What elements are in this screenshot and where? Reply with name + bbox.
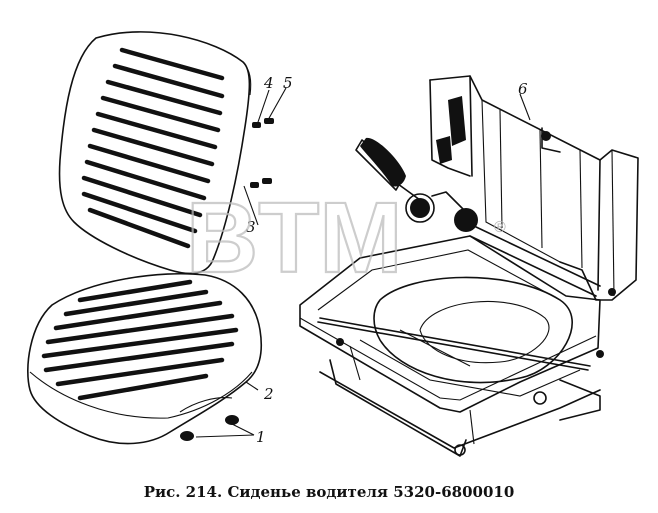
seat-back-grooves	[81, 47, 225, 249]
seat-cushion	[27, 272, 262, 445]
cushion-mount-bolt	[180, 431, 194, 441]
callout-3: 3	[246, 218, 256, 236]
callout-leaders	[195, 87, 531, 438]
cushion-mount-bolt-2	[225, 415, 239, 425]
watermark-logo: BTM	[186, 182, 403, 294]
seat-back-cushion	[58, 31, 252, 275]
figure-caption: Рис. 214. Сиденье водителя 5320-6800010	[143, 483, 515, 501]
callout-2: 2	[263, 385, 274, 403]
callout-4: 4	[263, 74, 274, 92]
callout-5: 5	[283, 74, 293, 92]
callout-1: 1	[256, 428, 266, 446]
seat-frame-mechanism	[299, 75, 639, 457]
fasteners-4-5	[250, 118, 274, 188]
seat-cushion-grooves	[41, 279, 239, 401]
watermark-registered-mark: ®	[494, 219, 506, 236]
callout-6: 6	[518, 80, 528, 98]
